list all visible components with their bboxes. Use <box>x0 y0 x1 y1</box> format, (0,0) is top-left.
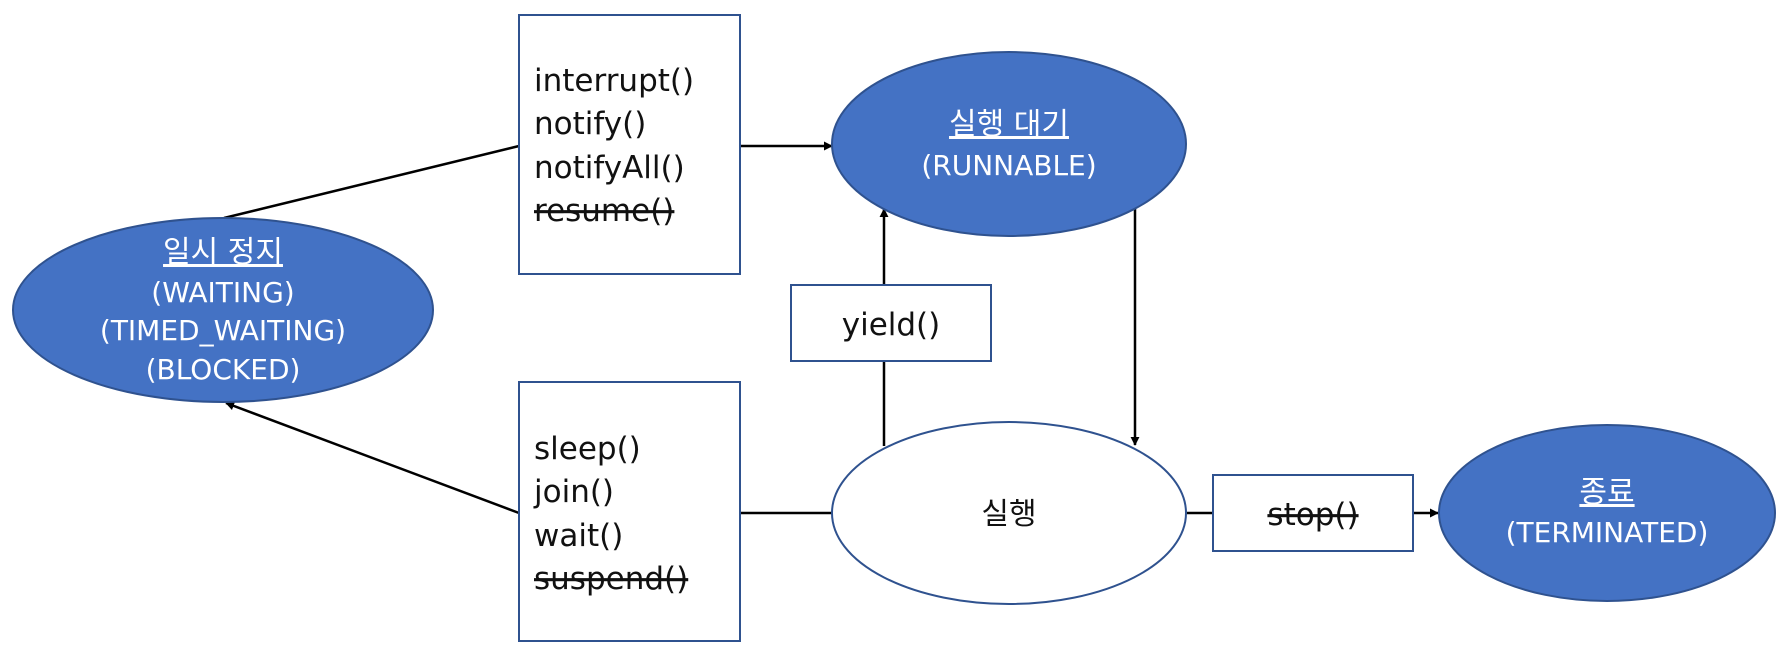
state-running-shape <box>831 421 1187 605</box>
state-running-title: 실행 <box>981 497 1036 532</box>
pause-methods-box-frame <box>518 381 741 642</box>
stop-label-deprecated: stop() <box>1267 497 1358 533</box>
state-runnable-title: 실행 대기 <box>949 107 1069 142</box>
pause-methods-box: sleep() join() wait() suspend() <box>518 381 741 642</box>
state-runnable-subtitle: (RUNNABLE) <box>921 149 1096 182</box>
state-runnable-shape <box>831 51 1187 237</box>
state-terminated-subtitle: (TERMINATED) <box>1506 516 1709 549</box>
method-label: notify() <box>534 106 646 142</box>
resume-methods-box-frame <box>518 14 741 275</box>
method-label: interrupt() <box>534 63 694 99</box>
state-paused-line: (WAITING) <box>151 276 294 309</box>
state-paused: 일시 정지 (WAITING) (TIMED_WAITING) (BLOCKED… <box>12 217 434 403</box>
state-paused-line: (BLOCKED) <box>146 353 301 386</box>
method-label-deprecated: resume() <box>534 193 674 229</box>
state-paused-title: 일시 정지 <box>163 235 283 270</box>
method-label: wait() <box>534 518 623 554</box>
connectors <box>223 141 1439 518</box>
stop-box-frame <box>1212 474 1414 552</box>
method-label-deprecated: suspend() <box>534 561 688 597</box>
resume-methods-box: interrupt() notify() notifyAll() resume(… <box>518 14 741 275</box>
state-terminated-title: 종료 <box>1579 475 1634 510</box>
state-terminated: 종료 (TERMINATED) <box>1438 424 1776 602</box>
method-label: notifyAll() <box>534 150 685 186</box>
state-terminated-shape <box>1438 424 1776 602</box>
connector-paused-to-resume-box <box>223 144 520 220</box>
state-runnable: 실행 대기 (RUNNABLE) <box>831 51 1187 237</box>
yield-box: yield() <box>790 284 992 362</box>
method-label: join() <box>533 474 614 510</box>
connector-pause-box-to-paused <box>225 401 520 515</box>
yield-box-frame <box>790 284 992 362</box>
state-paused-shape <box>12 217 434 403</box>
state-paused-line: (TIMED_WAITING) <box>100 314 346 347</box>
stop-box: stop() <box>1212 474 1414 552</box>
method-label: sleep() <box>534 431 641 467</box>
yield-label: yield() <box>842 307 941 343</box>
state-running: 실행 <box>831 421 1187 605</box>
